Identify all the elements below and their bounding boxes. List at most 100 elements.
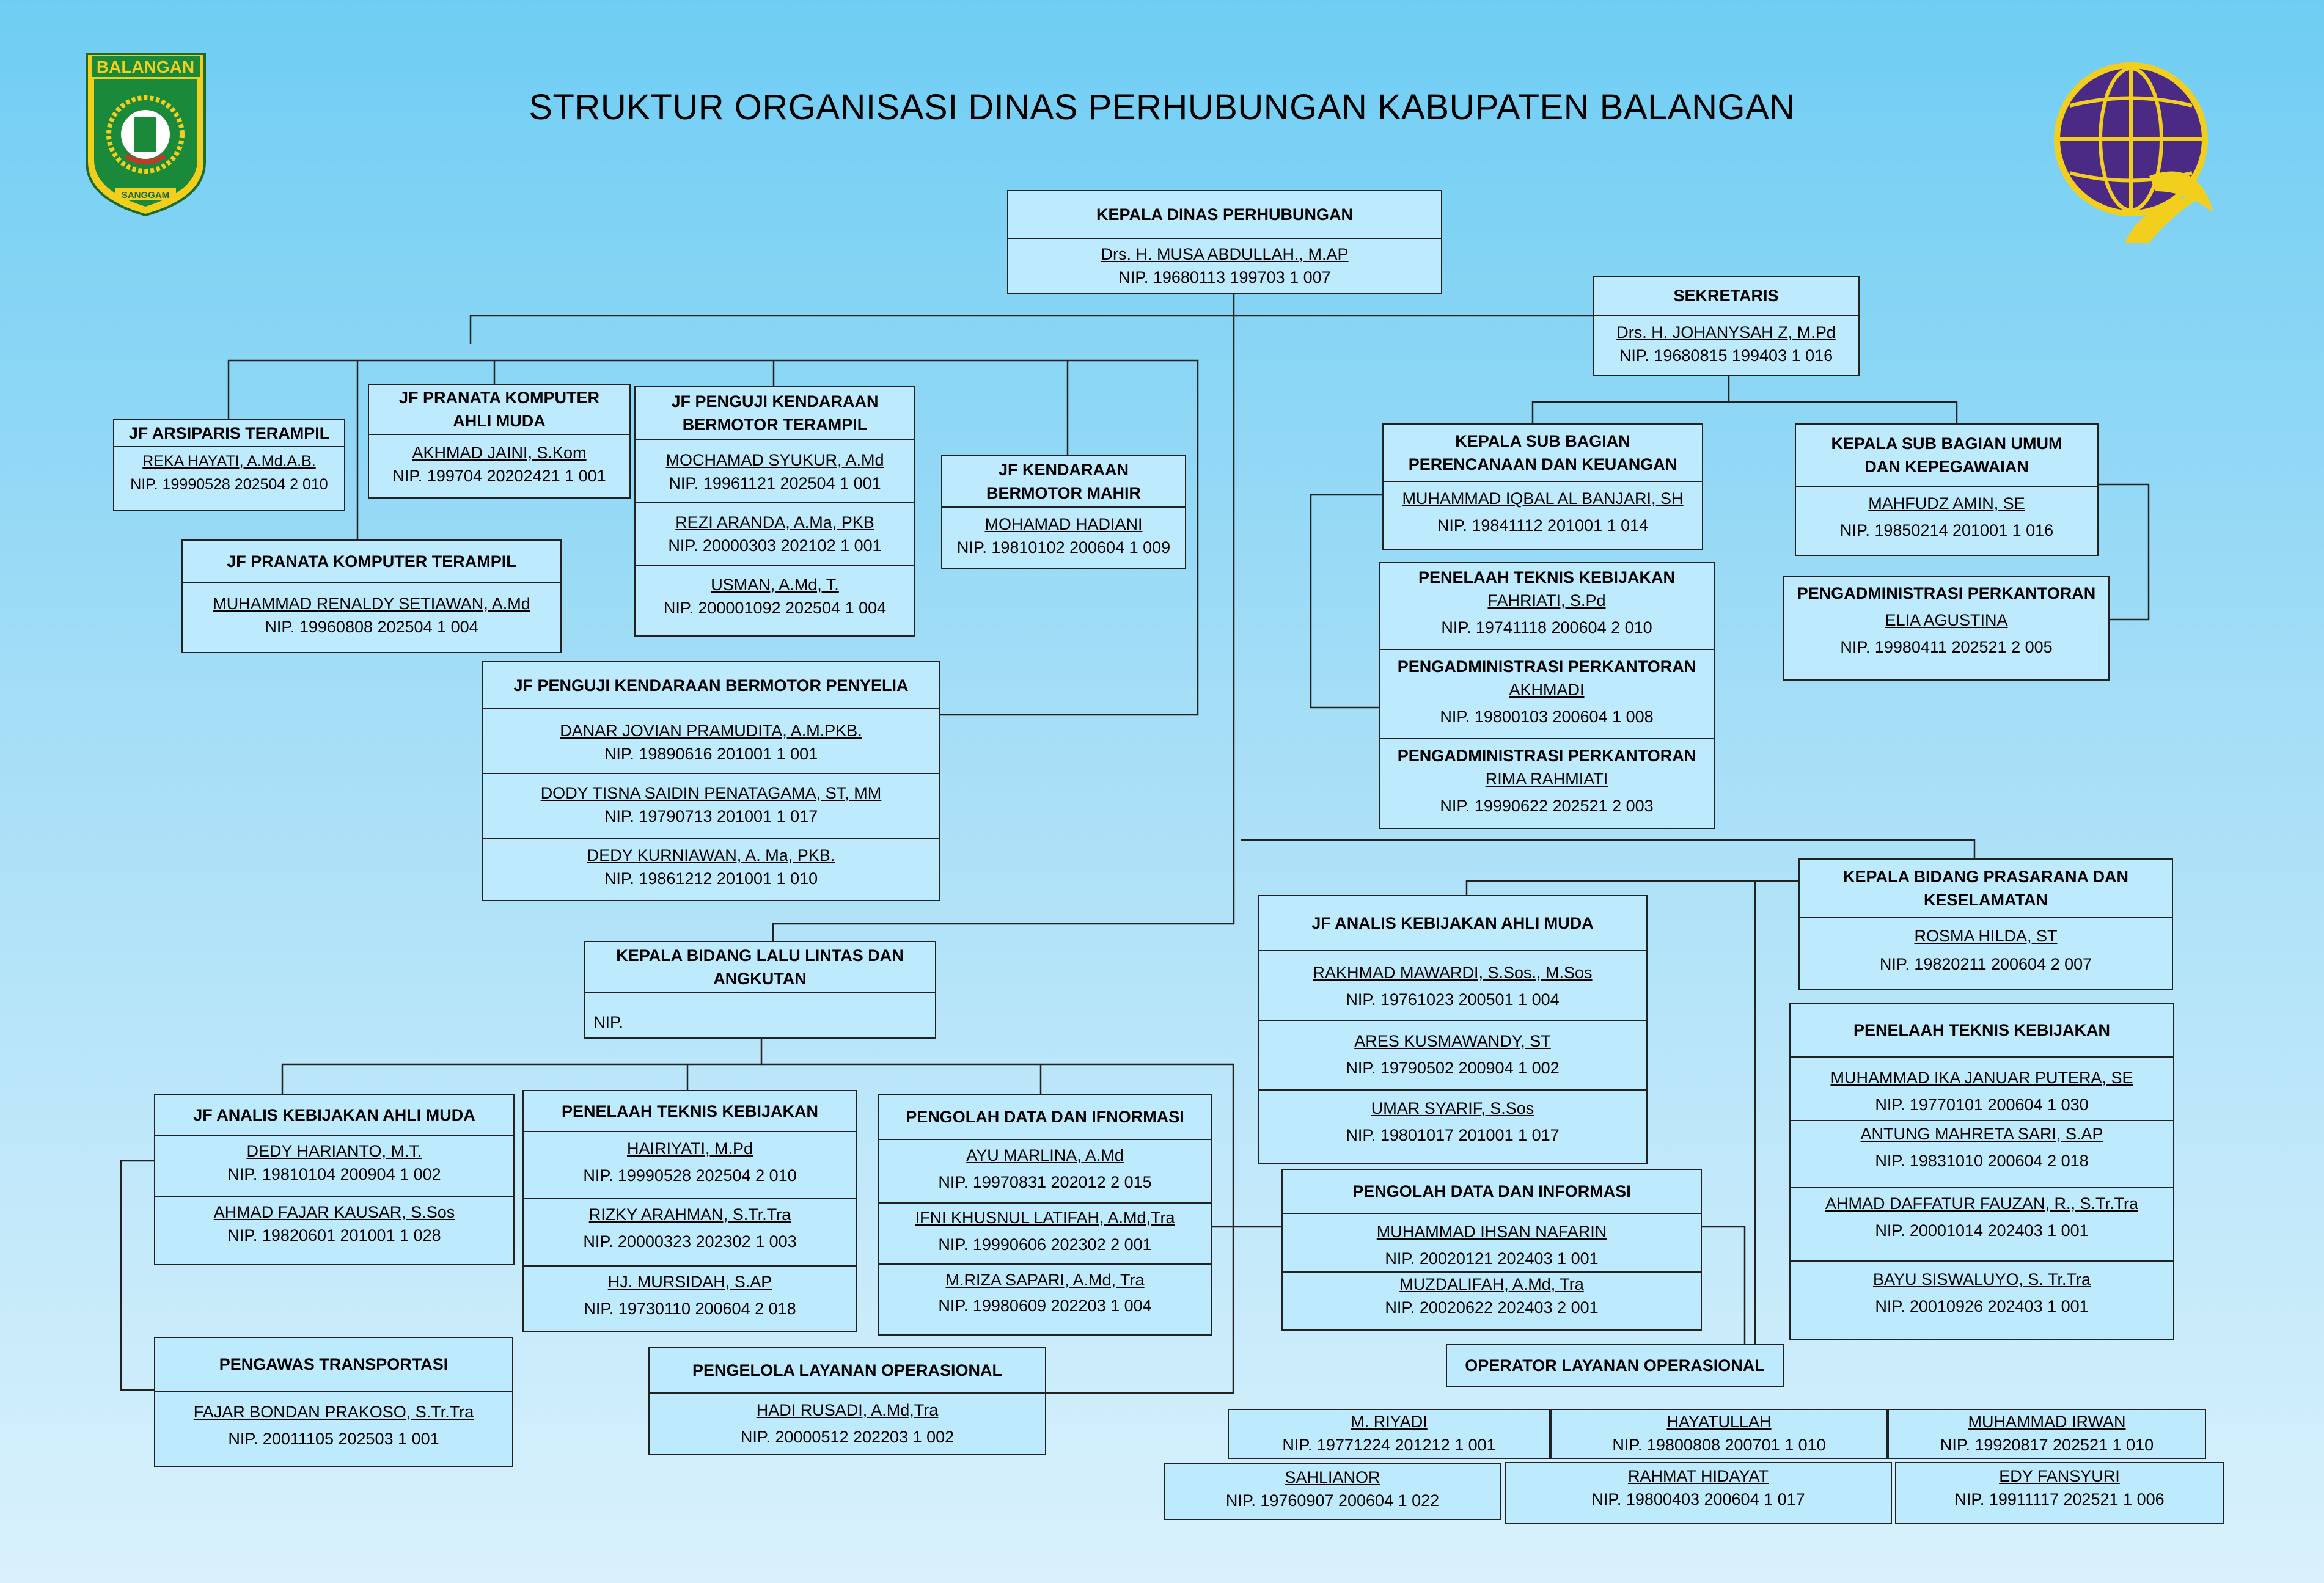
staff-entry: PENGADMINISTRASI PERKANTORAN ELIA AGUSTI… bbox=[1797, 584, 2096, 656]
person-name: AKHMAD JAINI, S.Kom bbox=[412, 444, 587, 462]
person-entry: M.RIZA SAPARI, A.Md, Tra NIP. 19980609 2… bbox=[879, 1263, 1211, 1317]
box-title: PENGELOLA LAYANAN OPERASIONAL bbox=[692, 1361, 1003, 1380]
dishub-globe-icon bbox=[2054, 62, 2213, 243]
person-name: MUHAMMAD IQBAL AL BANJARI, SH bbox=[1402, 489, 1684, 508]
person-nip: NIP. 19810102 200604 1 009 bbox=[956, 538, 1171, 557]
person-entry: MOCHAMAD SYUKUR, A.Md NIP. 19961121 2025… bbox=[636, 439, 914, 502]
person-name: HADI RUSADI, A.Md,Tra bbox=[756, 1401, 939, 1419]
person-nip: NIP. 19841112 201001 1 014 bbox=[1437, 516, 1649, 535]
subbag-umum-kepegawaian-box: KEPALA SUB BAGIAN UMUM DAN KEPEGAWAIAN M… bbox=[1795, 423, 2099, 556]
box-title: JF PENGUJI KENDARAAN BERMOTOR TERAMPIL bbox=[671, 392, 879, 434]
box-title: PENELAAH TEKNIS KEBIJAKAN bbox=[1853, 1021, 2111, 1039]
box-title: JF ANALIS KEBIJAKAN AHLI MUDA bbox=[193, 1105, 475, 1124]
person-entry: ANTUNG MAHRETA SARI, S.AP NIP. 19831010 … bbox=[1791, 1120, 2173, 1187]
person-entry: HJ. MURSIDAH, S.AP NIP. 19730110 200604 … bbox=[524, 1265, 856, 1320]
kepala-bidang-prasarana-box: KEPALA BIDANG PRASARANA DAN KESELAMATAN … bbox=[1798, 858, 2173, 990]
person-nip: NIP. 19680815 199403 1 016 bbox=[1619, 346, 1833, 365]
box-title: PENGOLAH DATA DAN IFNORMASI bbox=[906, 1108, 1184, 1126]
operator-person-box: SAHLIANOR NIP. 19760907 200604 1 022 bbox=[1164, 1463, 1501, 1520]
box-title: KEPALA SUB BAGIAN PERENCANAAN DAN KEUANG… bbox=[1408, 432, 1677, 473]
jf-penguji-penyelia-box: JF PENGUJI KENDARAAN BERMOTOR PENYELIA D… bbox=[482, 661, 940, 901]
operator-person-box: HAYATULLAH NIP. 19800808 200701 1 010 bbox=[1550, 1409, 1888, 1459]
staff-entry: PENGADMINISTRASI PERKANTORAN RIMA RAHMIA… bbox=[1380, 738, 1714, 817]
jf-arsiparis-box: JF ARSIPARIS TERAMPIL REKA HAYATI, A.Md.… bbox=[113, 419, 345, 511]
svg-text:SANGGAM: SANGGAM bbox=[122, 190, 169, 200]
prasarana-analis-kebijakan-box: JF ANALIS KEBIJAKAN AHLI MUDA RAKHMAD MA… bbox=[1258, 895, 1648, 1164]
person-entry: RIZKY ARAHMAN, S.Tr.Tra NIP. 20000323 20… bbox=[524, 1198, 856, 1265]
box-title: JF ARSIPARIS TERAMPIL bbox=[128, 424, 330, 442]
sekretaris-box: SEKRETARIS Drs. H. JOHANYSAH Z, M.Pd NIP… bbox=[1593, 276, 1860, 376]
person-nip: NIP. 19680113 199703 1 007 bbox=[1118, 268, 1331, 287]
box-title: KEPALA BIDANG LALU LINTAS DAN ANGKUTAN bbox=[616, 946, 904, 988]
box-title: JF ANALIS KEBIJAKAN AHLI MUDA bbox=[1311, 914, 1594, 932]
prasarana-pengolah-data-box: PENGOLAH DATA DAN INFORMASI MUHAMMAD IHS… bbox=[1281, 1169, 1702, 1331]
person-nip: NIP. 19820211 200604 2 007 bbox=[1879, 955, 2092, 973]
staff-entry: PENELAAH TEKNIS KEBIJAKAN FAHRIATI, S.Pd… bbox=[1418, 568, 1676, 637]
person-entry: DEDY KURNIAWAN, A. Ma, PKB. NIP. 1986121… bbox=[483, 838, 939, 890]
box-title: OPERATOR LAYANAN OPERASIONAL bbox=[1465, 1356, 1765, 1375]
person-nip: NIP. 19960808 202504 1 004 bbox=[265, 618, 478, 636]
box-title: JF KENDARAAN BERMOTOR MAHIR bbox=[986, 461, 1141, 502]
person-entry: AYU MARLINA, A.Md NIP. 19970831 202012 2… bbox=[879, 1139, 1211, 1202]
box-title: PENGOLAH DATA DAN INFORMASI bbox=[1352, 1182, 1631, 1201]
operator-person-box: RAHMAT HIDAYAT NIP. 19800403 200604 1 01… bbox=[1505, 1462, 1892, 1524]
jf-penguji-terampil-box: JF PENGUJI KENDARAAN BERMOTOR TERAMPIL M… bbox=[634, 386, 915, 637]
person-entry: UMAR SYARIF, S.Sos NIP. 19801017 201001 … bbox=[1259, 1089, 1646, 1147]
person-entry: AHMAD DAFFATUR FAUZAN, R., S.Tr.Tra NIP.… bbox=[1791, 1187, 2173, 1260]
operator-person-box: MUHAMMAD IRWAN NIP. 19920817 202521 1 01… bbox=[1888, 1409, 2206, 1459]
operator-person-box: EDY FANSYURI NIP. 19911117 202521 1 006 bbox=[1895, 1462, 2224, 1524]
subbag-keuangan-staff-box: PENELAAH TEKNIS KEBIJAKAN FAHRIATI, S.Pd… bbox=[1379, 562, 1715, 829]
person-entry: DODY TISNA SAIDIN PENATAGAMA, ST, MM NIP… bbox=[483, 773, 939, 838]
box-title: KEPALA DINAS PERHUBUNGAN bbox=[1096, 205, 1354, 224]
person-name: REKA HAYATI, A.Md.A.B. bbox=[142, 453, 316, 470]
balangan-emblem-icon: BALANGAN SANGGAM bbox=[86, 53, 206, 217]
person-nip: NIP. bbox=[593, 1013, 624, 1031]
person-entry: USMAN, A.Md, T. NIP. 200001092 202504 1 … bbox=[636, 565, 914, 620]
kepala-dinas-box: KEPALA DINAS PERHUBUNGAN Drs. H. MUSA AB… bbox=[1007, 190, 1442, 294]
person-nip: NIP. 199704 20202421 1 001 bbox=[392, 467, 606, 485]
person-name: MAHFUDZ AMIN, SE bbox=[1868, 494, 2025, 513]
person-name: MOHAMAD HADIANI bbox=[984, 515, 1143, 533]
person-nip: NIP. 20011105 202503 1 001 bbox=[228, 1430, 439, 1448]
person-nip: NIP. 19850214 201001 1 016 bbox=[1839, 521, 2054, 539]
person-nip: NIP. 20000512 202203 1 002 bbox=[740, 1428, 955, 1446]
person-entry: MUHAMMAD IHSAN NAFARIN NIP. 20020121 202… bbox=[1283, 1213, 1701, 1271]
box-title: KEPALA SUB BAGIAN UMUM DAN KEPEGAWAIAN bbox=[1831, 434, 2062, 476]
person-entry: MUZDALIFAH, A.Md, Tra NIP. 20020622 2024… bbox=[1283, 1271, 1701, 1319]
box-title: JF PRANATA KOMPUTER AHLI MUDA bbox=[399, 389, 599, 430]
prasarana-penelaah-teknis-box: PENELAAH TEKNIS KEBIJAKAN MUHAMMAD IKA J… bbox=[1789, 1003, 2174, 1340]
person-entry: DEDY HARIANTO, M.T. NIP. 19810104 200904… bbox=[155, 1135, 513, 1196]
box-title: JF PENGUJI KENDARAAN BERMOTOR PENYELIA bbox=[513, 676, 909, 695]
person-entry: ARES KUSMAWANDY, ST NIP. 19790502 200904… bbox=[1259, 1020, 1646, 1089]
page-title: STRUKTUR ORGANISASI DINAS PERHUBUNGAN KA… bbox=[529, 87, 1795, 127]
box-title: KEPALA BIDANG PRASARANA DAN KESELAMATAN bbox=[1842, 868, 2128, 909]
subbag-perencanaan-keuangan-box: KEPALA SUB BAGIAN PERENCANAAN DAN KEUANG… bbox=[1382, 423, 1703, 550]
jf-pranata-muda-box: JF PRANATA KOMPUTER AHLI MUDA AKHMAD JAI… bbox=[368, 384, 631, 499]
staff-entry: PENGADMINISTRASI PERKANTORAN AKHMADI NIP… bbox=[1380, 649, 1714, 738]
lalin-pengolah-data-box: PENGOLAH DATA DAN IFNORMASI AYU MARLINA,… bbox=[878, 1094, 1212, 1336]
svg-text:BALANGAN: BALANGAN bbox=[97, 57, 194, 76]
person-name: Drs. H. JOHANYSAH Z, M.Pd bbox=[1616, 323, 1836, 342]
person-entry: BAYU SISWALUYO, S. Tr.Tra NIP. 20010926 … bbox=[1791, 1260, 2173, 1318]
person-entry: DANAR JOVIAN PRAMUDITA, A.M.PKB. NIP. 19… bbox=[483, 708, 939, 773]
person-entry: MUHAMMAD IKA JANUAR PUTERA, SE NIP. 1977… bbox=[1791, 1056, 2173, 1120]
box-title: SEKRETARIS bbox=[1673, 287, 1779, 305]
box-title: PENELAAH TEKNIS KEBIJAKAN bbox=[561, 1102, 819, 1121]
person-entry: RAKHMAD MAWARDI, S.Sos., M.Sos NIP. 1976… bbox=[1259, 950, 1646, 1020]
lalin-penelaah-teknis-box: PENELAAH TEKNIS KEBIJAKAN HAIRIYATI, M.P… bbox=[522, 1090, 857, 1332]
jf-kendaraan-mahir-box: JF KENDARAAN BERMOTOR MAHIR MOHAMAD HADI… bbox=[941, 455, 1186, 569]
operator-person-box: M. RIYADI NIP. 19771224 201212 1 001 bbox=[1228, 1409, 1550, 1459]
pengelola-layanan-box: PENGELOLA LAYANAN OPERASIONAL HADI RUSAD… bbox=[648, 1347, 1046, 1455]
person-name: FAJAR BONDAN PRAKOSO, S.Tr.Tra bbox=[193, 1403, 474, 1421]
person-entry: IFNI KHUSNUL LATIFAH, A.Md,Tra NIP. 1999… bbox=[879, 1202, 1211, 1263]
box-title: JF PRANATA KOMPUTER TERAMPIL bbox=[227, 552, 516, 571]
box-title: PENGAWAS TRANSPORTASI bbox=[219, 1355, 449, 1373]
person-name: Drs. H. MUSA ABDULLAH., M.AP bbox=[1101, 245, 1349, 263]
kepala-bidang-lalu-lintas-box: KEPALA BIDANG LALU LINTAS DAN ANGKUTAN N… bbox=[584, 941, 936, 1039]
person-name: ROSMA HILDA, ST bbox=[1914, 927, 2058, 945]
jf-pranata-terampil-box: JF PRANATA KOMPUTER TERAMPIL MUHAMMAD RE… bbox=[181, 539, 562, 653]
operator-layanan-header: OPERATOR LAYANAN OPERASIONAL bbox=[1446, 1344, 1784, 1387]
person-entry: HAIRIYATI, M.Pd NIP. 19990528 202504 2 0… bbox=[524, 1131, 856, 1198]
person-entry: AHMAD FAJAR KAUSAR, S.Sos NIP. 19820601 … bbox=[155, 1196, 513, 1247]
subbag-umum-staff-box: PENGADMINISTRASI PERKANTORAN ELIA AGUSTI… bbox=[1783, 576, 2110, 681]
